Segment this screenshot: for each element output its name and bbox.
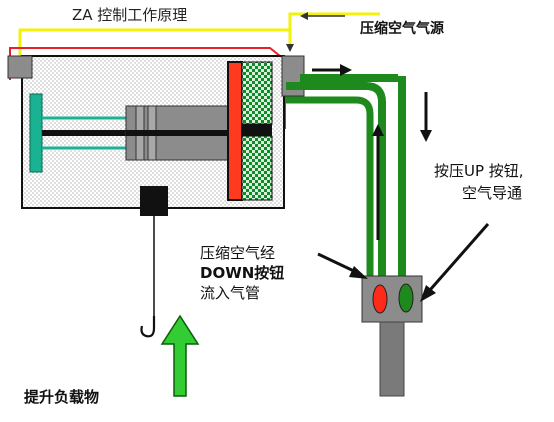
lift-load-label: 提升负载物 (24, 388, 99, 406)
flow-arrow-up-head (372, 124, 384, 136)
pointer-to-down-button (317, 252, 357, 274)
pointer-to-down-button-head (349, 266, 368, 279)
cylinder-end-cap (7, 55, 33, 79)
up-button-label-line2: 空气导通 (462, 184, 522, 202)
hoist-hook (140, 316, 156, 338)
control-handle-stem (379, 321, 405, 397)
hoist-block (140, 186, 168, 216)
down-button-red[interactable] (372, 284, 388, 314)
pointer-to-up-button (428, 223, 490, 291)
air-pipe-inner (286, 96, 374, 276)
piston-divider (242, 124, 272, 136)
down-label-line1: 压缩空气经 (200, 244, 275, 262)
piston-head-lower (241, 135, 273, 201)
pointer-to-up-button-head (420, 285, 436, 302)
teal-plate (29, 93, 43, 173)
lift-arrow (160, 314, 200, 397)
flow-arrow-right-head (340, 64, 352, 76)
piston-red (227, 61, 243, 201)
down-label-line2: DOWN按钮 (200, 264, 284, 282)
air-source-label: 压缩空气气源 (360, 20, 444, 37)
air-pipe-outer (286, 82, 386, 276)
down-label-line3: 流入气管 (200, 284, 260, 302)
air-down-arrowhead (286, 44, 294, 52)
air-source-arrowhead (300, 12, 308, 20)
diagram-title: ZA 控制工作原理 (72, 6, 187, 24)
guide-rod-overlay (126, 130, 228, 136)
up-button-label-line1: 按压UP 按钮, (434, 162, 524, 180)
up-button-green[interactable] (398, 283, 414, 313)
piston-head-upper (241, 61, 273, 125)
flow-arrow-down-head (420, 130, 432, 142)
